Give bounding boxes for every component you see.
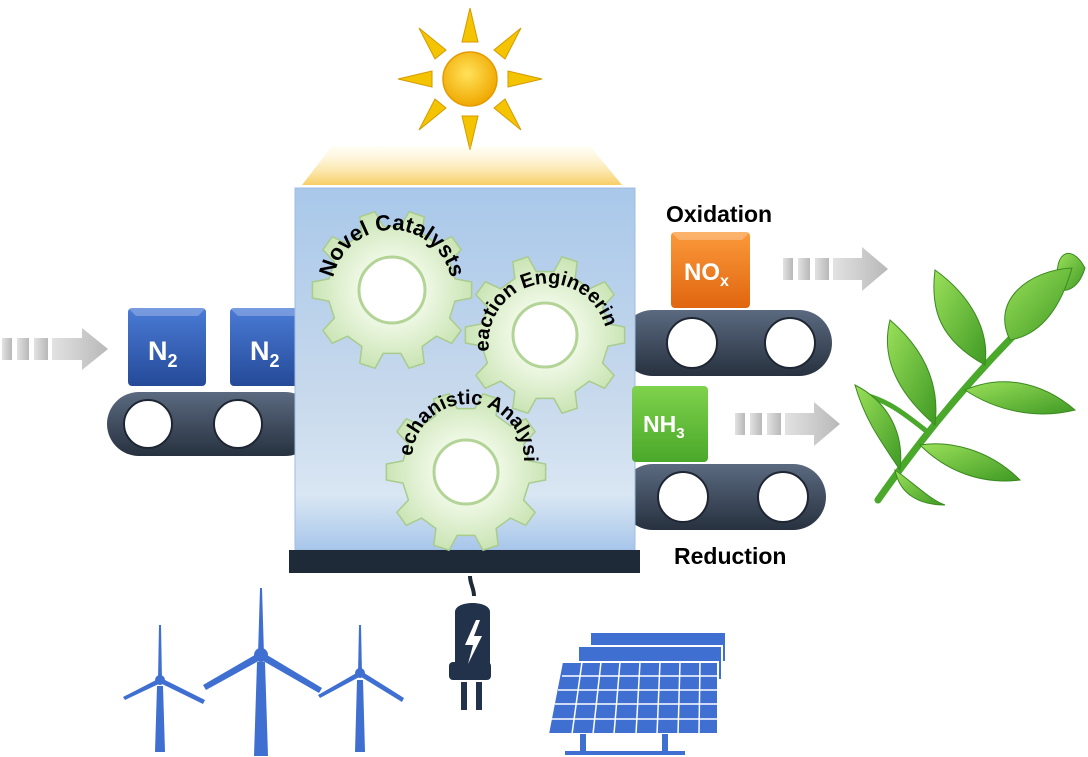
gear-hole	[432, 438, 500, 506]
n2-label: N	[148, 336, 168, 366]
n2-block-2: N2	[230, 308, 308, 386]
gear-hole	[357, 255, 427, 325]
gear-icon	[311, 210, 473, 370]
light-glow	[302, 146, 622, 185]
nh3-subscript: 3	[676, 425, 684, 442]
sun-icon	[397, 7, 543, 151]
reactor-base	[289, 550, 640, 573]
gear-icon	[385, 392, 547, 552]
arrow-icon	[735, 402, 840, 446]
arrow-icon	[2, 328, 108, 370]
nox-label: NO	[684, 259, 720, 286]
nox-block: NOx	[671, 232, 750, 308]
svg-text:N2: N2	[148, 336, 178, 371]
wind-turbine-icon	[318, 625, 404, 752]
svg-text:NOx: NOx	[684, 259, 729, 290]
input-conveyor	[107, 392, 317, 456]
n2-block-1: N2	[128, 308, 206, 386]
wind-turbine-icon	[123, 625, 205, 752]
reduction-conveyor	[620, 464, 826, 530]
n2-subscript: 2	[270, 351, 280, 371]
nh3-label: NH	[643, 411, 676, 437]
arrow-icon	[783, 247, 888, 291]
reduction-label: Reduction	[674, 543, 786, 569]
gear-icon	[464, 255, 626, 415]
leaf-branch-icon	[854, 253, 1086, 506]
wind-turbine-icon	[203, 588, 322, 756]
solar-panel-icon	[546, 631, 727, 755]
svg-text:N2: N2	[250, 336, 280, 371]
gear-hole	[511, 301, 579, 369]
nox-subscript: x	[720, 273, 729, 290]
n2-subscript: 2	[168, 351, 178, 371]
power-plug-icon	[449, 575, 491, 710]
oxidation-label: Oxidation	[666, 201, 772, 227]
svg-text:NH3: NH3	[643, 411, 685, 442]
n2-label: N	[250, 336, 270, 366]
oxidation-conveyor	[620, 310, 832, 376]
nh3-block: NH3	[632, 386, 708, 462]
